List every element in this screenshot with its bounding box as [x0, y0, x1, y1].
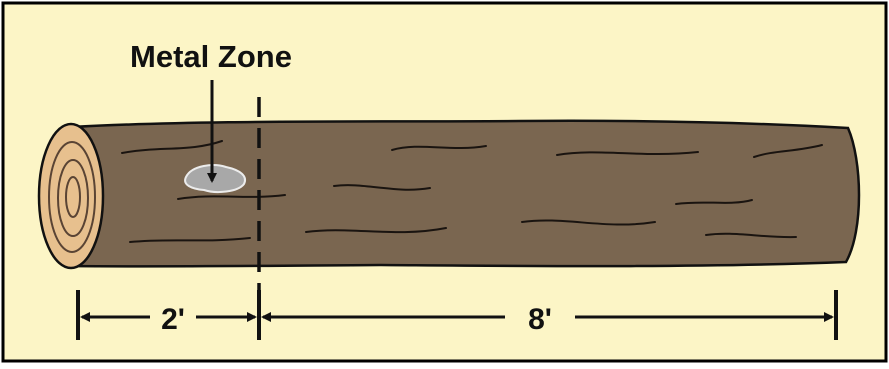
metal-zone-marker — [185, 165, 245, 192]
log-end-grain — [39, 124, 103, 268]
dimension-label-2ft: 2' — [161, 303, 185, 336]
metal-zone-label: Metal Zone — [130, 39, 292, 74]
log — [39, 121, 859, 268]
log-body — [72, 121, 859, 267]
dimension-label-8ft: 8' — [528, 303, 552, 336]
